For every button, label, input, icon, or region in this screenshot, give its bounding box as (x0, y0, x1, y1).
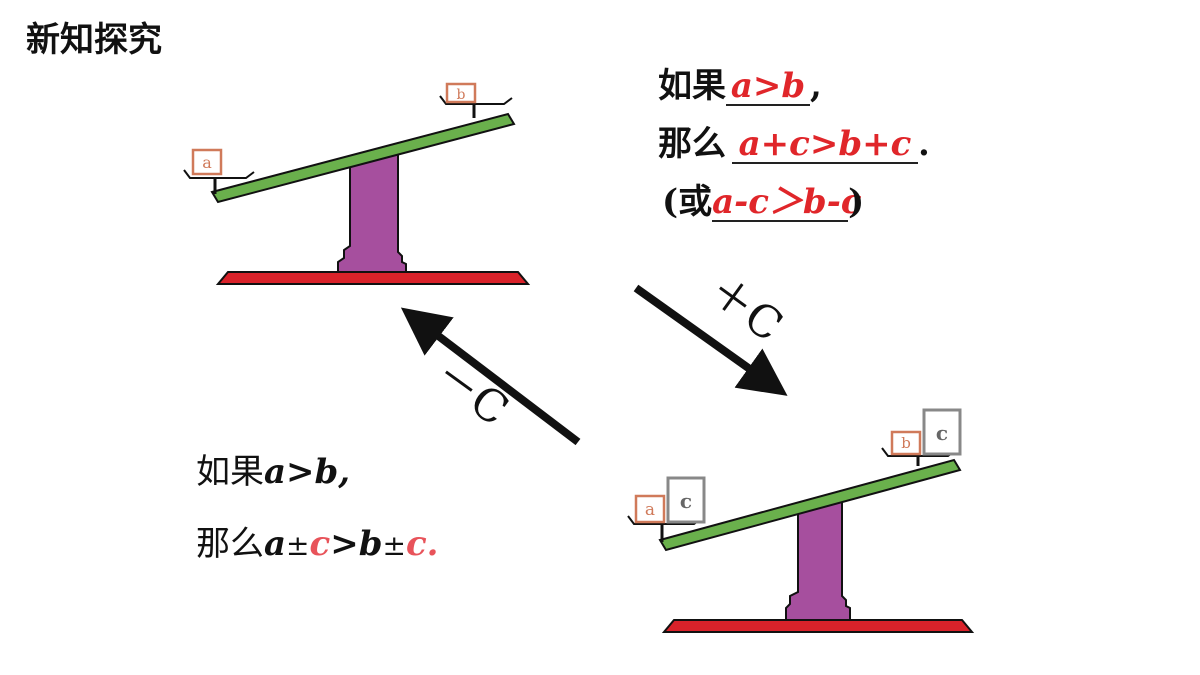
seesaw-right-fulcrum (785, 494, 851, 621)
bottom-gt: > (330, 524, 359, 564)
arrow-minus-c (400, 307, 581, 446)
bottom-a: a (264, 524, 287, 564)
seesaw-left-base (215, 271, 531, 285)
bottom-pm-1: ± (286, 529, 310, 562)
right-box-b-label: b (901, 434, 911, 452)
top-line-2-suffix: . (918, 124, 930, 164)
bottom-line-2-prefix: 那么 (196, 524, 264, 564)
bottom-line-1-suffix: , (338, 452, 351, 492)
top-line-3-prefix: (或 (662, 182, 713, 222)
arrow-minus-c-label: －C (425, 349, 518, 436)
top-line-3: (或a-c＞b-c) (662, 174, 864, 223)
left-box-b (445, 82, 477, 104)
page-title: 新知探究 (26, 20, 162, 60)
seesaw-right: a c b c (627, 408, 975, 633)
right-box-b (890, 430, 922, 456)
seesaw-right-beam (658, 458, 962, 552)
bottom-line-2: 那么a±c>b±c. (196, 516, 439, 565)
top-line-1-prefix: 如果 (658, 66, 726, 106)
seesaw-right-base (661, 619, 975, 633)
top-line-2-prefix: 那么 (658, 124, 726, 164)
left-box-b-label: b (457, 87, 466, 103)
bottom-c-2: c. (405, 524, 439, 564)
right-box-a (634, 494, 666, 524)
bottom-line-1: 如果a>b, (196, 444, 350, 493)
top-line-2-answer: a+c>b+c (738, 124, 912, 164)
top-line-3-answer: a-c＞b-c (712, 182, 862, 222)
left-box-a-label: a (202, 153, 212, 172)
top-line-3-suffix: ) (848, 182, 865, 222)
seesaw-left-beam (210, 112, 516, 204)
top-line-1-answer: a>b (730, 66, 806, 106)
right-box-c-1-label: c (680, 489, 692, 513)
right-box-a-label: a (645, 500, 655, 520)
bottom-c-1: c (309, 524, 331, 564)
bottom-line-1-prefix: 如果 (196, 452, 264, 492)
right-box-c-1 (666, 476, 706, 524)
right-box-c-2-label: c (936, 421, 948, 445)
bottom-line-1-expr: a>b (264, 452, 339, 492)
arrow-plus-c (633, 284, 788, 396)
left-box-a (191, 148, 223, 176)
top-line-1-suffix: , (810, 66, 822, 106)
bottom-pm-2: ± (382, 529, 406, 562)
top-line-2: 那么 a+c>b+c. (658, 116, 930, 165)
seesaw-left-fulcrum (337, 150, 407, 273)
seesaw-left: a b (183, 82, 531, 285)
bottom-b: b (358, 524, 383, 564)
right-box-c-2 (922, 408, 962, 456)
